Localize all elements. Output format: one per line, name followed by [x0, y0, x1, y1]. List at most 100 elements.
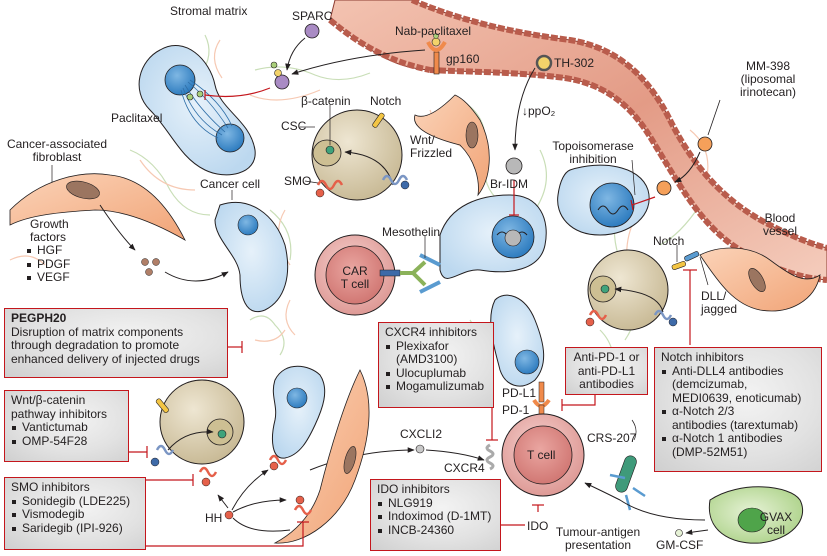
dividing-cancer-cell	[138, 44, 271, 176]
label-ido: IDO	[527, 519, 549, 533]
wnt-inhibitor-item: OMP-54F28	[11, 434, 122, 449]
pegph20-line: enhanced delivery of injected drugs	[11, 351, 200, 366]
label-gm-csf: GM-CSF	[656, 538, 704, 552]
label-gvax: GVAX	[759, 510, 793, 524]
label-growth-factors: Growth factors	[30, 218, 69, 244]
label-t-cell: T cell	[527, 448, 556, 462]
label-car-t: T cell	[340, 277, 370, 291]
label-hh: HH	[205, 511, 223, 525]
label-caf-line2: fibroblast	[32, 150, 82, 164]
label-smo: SMO	[284, 174, 312, 188]
ido-title: IDO inhibitors	[377, 482, 450, 496]
label-beta-catenin: β-catenin	[301, 94, 351, 108]
cancer-stem-cell-right	[585, 245, 709, 345]
label-jagged: jagged	[701, 302, 738, 316]
inhibitor-connectors	[128, 341, 309, 547]
smo-inhibitor-item: Sonidegib (LDE225)	[11, 494, 139, 509]
label-gp160: gp160	[446, 52, 480, 66]
notch-item-main: α-Notch 2/3	[672, 404, 735, 418]
mm398-drug	[656, 99, 721, 196]
crs207-bacterium	[584, 419, 706, 521]
label-stromal-matrix: Stromal matrix	[170, 4, 248, 18]
growth-factor-list: HGF PDGF VEGF	[26, 243, 70, 285]
topoisomerase-cancer-cell	[557, 159, 656, 236]
label-notch-right: Notch	[653, 234, 685, 248]
label-br-idm: Br-IDM	[490, 177, 528, 191]
label-ppo2: ↓ppO₂	[522, 104, 556, 118]
label-mm398-line3: irinotecan)	[739, 85, 797, 99]
label-car-t-cell: CAR T cell	[335, 265, 375, 291]
gvax-cell	[675, 486, 803, 544]
label-cancer-cell: Cancer cell	[200, 177, 261, 191]
label-th302: TH-302	[554, 56, 595, 70]
label-topo-line1: Topoisomerase	[552, 139, 634, 153]
sparc-complex	[270, 23, 426, 90]
notch-inhibitors-box: Notch inhibitors Anti-DLL4 antibodies(de…	[654, 347, 822, 472]
pegph20-line: through degradation to promote	[11, 338, 180, 352]
smo-title: SMO inhibitors	[11, 480, 90, 494]
notch-inhibitor-item: Anti-DLL4 antibodies(demcizumab,MEDI0639…	[661, 363, 815, 406]
label-factors: factors	[30, 230, 67, 244]
label-blood-vessel: Blood vessel	[760, 212, 800, 238]
label-notch-top: Notch	[370, 94, 402, 108]
cxcr4-inhibitors-box: CXCR4 inhibitors Plexixafor(AMD3100) Ulo…	[378, 322, 494, 408]
growth-factor-item: VEGF	[26, 270, 70, 285]
fibroblast-right	[699, 247, 821, 312]
cancer-cell	[214, 190, 289, 313]
ido-inhibitor-item: INCB-24360	[377, 523, 494, 538]
th302-drug	[505, 54, 553, 175]
label-tumour-antigen: Tumour-antigen	[555, 525, 641, 539]
wnt-title-line2: pathway inhibitors	[11, 406, 108, 421]
cancer-associated-fibroblast	[9, 165, 229, 282]
label-dll: DLL/	[701, 289, 727, 303]
mesothelin-cancer-cell	[439, 180, 547, 279]
growth-factor-item: PDGF	[26, 257, 70, 272]
label-wnt-frizzled: Wnt/ Frizzled	[410, 134, 452, 160]
label-mm398: MM-398 (liposomal irinotecan)	[733, 60, 803, 99]
label-mm398-line2: (liposomal	[740, 72, 796, 86]
notch-item-sub: MEDI0639, enoticumab)	[672, 390, 802, 405]
cxcr4-inhibitor-item: Mogamulizumab	[385, 379, 487, 394]
label-frizzled: Frizzled	[410, 146, 453, 160]
notch-item-sub: (demcizumab,	[672, 377, 748, 391]
smo-inhibitor-item: Vismodegib	[11, 507, 139, 522]
notch-item-main: Anti-DLL4 antibodies	[672, 363, 784, 378]
cxcr4-item-name: Plexixafor	[396, 338, 449, 353]
cancer-stem-cell	[300, 105, 410, 201]
label-paclitaxel: Paclitaxel	[111, 111, 163, 125]
anti-pd1-line: anti-PD-L1	[577, 363, 636, 378]
wnt-inhibitor-item: Vantictumab	[11, 420, 122, 435]
ido-inhibitor-item: NLG919	[377, 496, 494, 511]
label-cxcr4: CXCR4	[444, 461, 485, 475]
ido-inhibitors-box: IDO inhibitors NLG919 Indoximod (D-1MT) …	[370, 479, 501, 551]
label-wnt: Wnt/	[410, 133, 435, 147]
label-presentation: presentation	[564, 538, 632, 552]
wnt-inhibitors-box: Wnt/β-catenin pathway inhibitors Vantict…	[4, 390, 129, 462]
label-tumour-antigen-presentation: Tumour-antigen presentation	[552, 526, 644, 552]
notch-item-main: α-Notch 1 antibodies	[672, 431, 783, 445]
label-cancer-associated-fibroblast: Cancer-associated fibroblast	[2, 138, 112, 164]
pegph20-box: PEGPH20 Disruption of matrix components …	[4, 308, 228, 378]
label-blood: Blood	[764, 211, 796, 225]
smo-inhibitors-box: SMO inhibitors Sonidegib (LDE225) Vismod…	[4, 477, 146, 550]
label-sparc: SPARC	[292, 9, 333, 23]
anti-pd1-line: antibodies	[579, 377, 634, 391]
notch-title: Notch inhibitors	[661, 350, 744, 364]
label-car: CAR	[342, 264, 368, 278]
cxcr4-inhibitor-item: Ulocuplumab	[385, 366, 487, 381]
label-mesothelin: Mesothelin	[382, 225, 441, 239]
pegph20-title: PEGPH20	[11, 311, 67, 325]
label-topoisomerase-inhibition: Topoisomerase inhibition	[548, 140, 638, 166]
label-gvax-cell-word: cell	[766, 523, 785, 537]
notch-item-sub: (DMP-52M51)	[672, 444, 748, 459]
smo-inhibitor-item: Saridegib (IPI-926)	[11, 521, 139, 536]
pegph20-line: Disruption of matrix components	[11, 324, 184, 339]
label-dll-jagged: DLL/ jagged	[701, 290, 737, 316]
label-caf-line1: Cancer-associated	[6, 137, 108, 151]
anti-pd1-box: Anti-PD-1 or anti-PD-L1 antibodies	[565, 347, 648, 395]
cancer-stem-cell-bottom	[150, 379, 245, 487]
label-mm398-line1: MM-398	[745, 59, 790, 73]
hh-signalling	[217, 365, 370, 544]
cxcr4-title: CXCR4 inhibitors	[385, 325, 478, 339]
label-topo-line2: inhibition	[569, 152, 617, 166]
